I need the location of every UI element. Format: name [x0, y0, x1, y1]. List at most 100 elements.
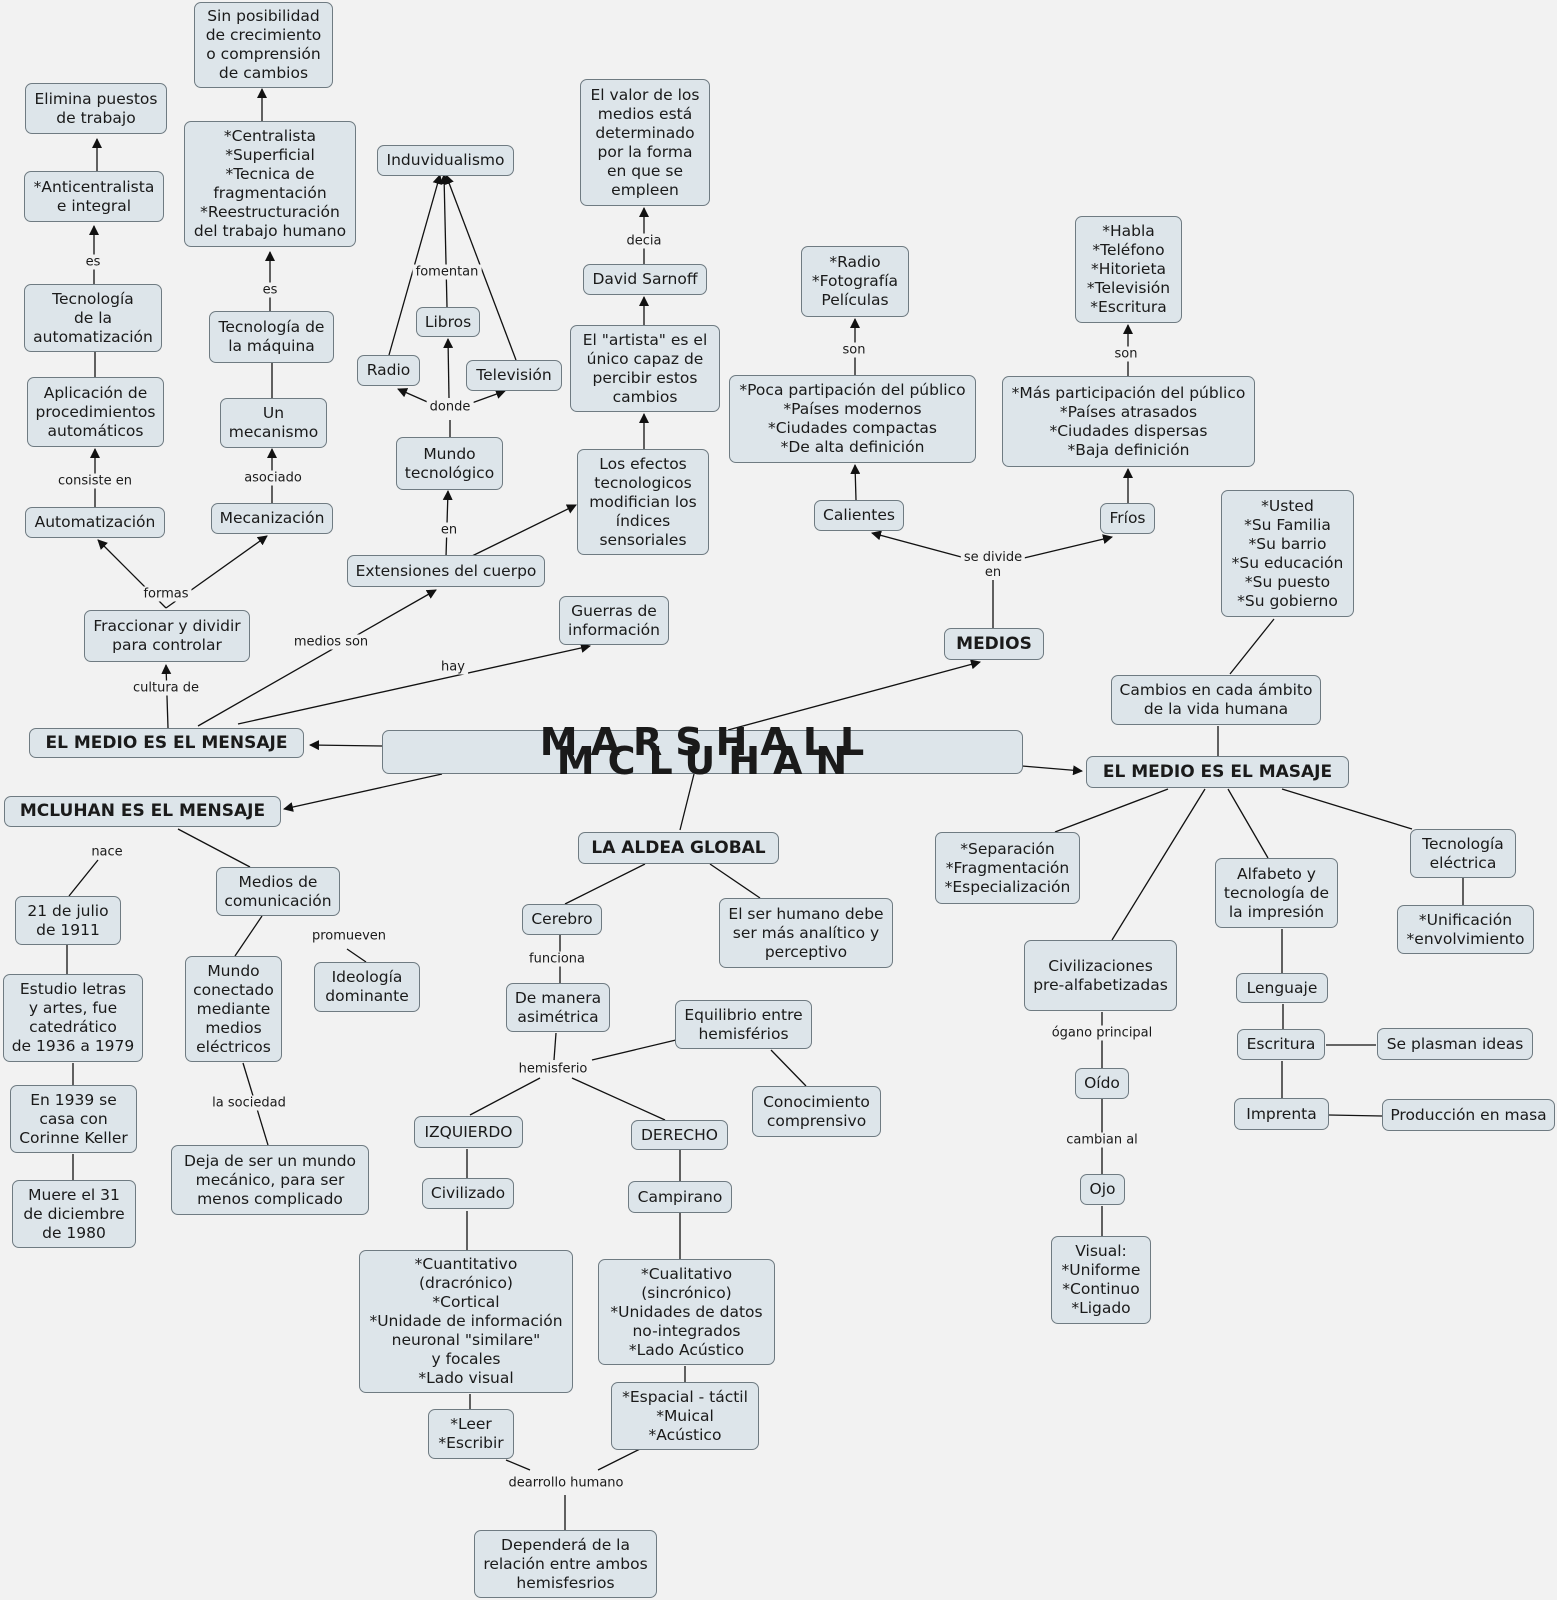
node-alfabeto-imprenta[interactable]: Alfabeto y tecnología de la impresión — [1215, 858, 1338, 928]
node-el-medio-es-el-mensaje[interactable]: EL MEDIO ES EL MENSAJE — [29, 728, 304, 758]
link — [283, 773, 443, 812]
node-automatizacion[interactable]: Automatización — [25, 507, 165, 538]
label-nace: nace — [88, 844, 126, 860]
node-imprenta[interactable]: Imprenta — [1234, 1098, 1329, 1130]
node-separacion[interactable]: *Separación *Fragmentación *Especializac… — [935, 832, 1080, 904]
link — [505, 1459, 531, 1471]
link — [1229, 618, 1275, 675]
label-es: es — [82, 254, 104, 270]
label-fomentan: fomentan — [412, 264, 482, 280]
link — [727, 659, 981, 731]
link — [709, 863, 761, 899]
node-cerebro[interactable]: Cerebro — [522, 904, 602, 935]
node-visual[interactable]: Visual: *Uniforme *Continuo *Ligado — [1051, 1236, 1151, 1324]
node-muere-1980[interactable]: Muere el 31 de diciembre de 1980 — [12, 1180, 136, 1248]
node-equilibrio-hemisferios[interactable]: Equilibrio entre hemisférios — [675, 1000, 812, 1049]
link — [1328, 1114, 1383, 1117]
node-individualismo[interactable]: Induvidualismo — [377, 145, 514, 176]
node-tecnologia-maquina[interactable]: Tecnología de la máquina — [209, 311, 334, 363]
node-campirano[interactable]: Campirano — [628, 1181, 732, 1213]
link — [469, 1077, 541, 1116]
node-21-julio-1911[interactable]: 21 de julio de 1911 — [15, 896, 121, 945]
node-radio[interactable]: Radio — [357, 355, 420, 386]
link — [1111, 788, 1206, 941]
node-calientes[interactable]: Calientes — [814, 500, 904, 531]
node-ideologia-dominante[interactable]: Ideología dominante — [314, 962, 420, 1012]
node-aplicacion-procedimientos[interactable]: Aplicación de procedimientos automáticos — [27, 377, 164, 447]
node-frios[interactable]: Fríos — [1100, 503, 1155, 534]
node-libros[interactable]: Libros — [416, 307, 480, 337]
node-mecanizacion[interactable]: Mecanización — [211, 503, 333, 534]
link — [871, 530, 966, 559]
node-el-medio-es-el-masaje[interactable]: EL MEDIO ES EL MASAJE — [1086, 756, 1349, 788]
label-en: en — [437, 522, 461, 538]
node-centralista[interactable]: *Centralista *Superficial *Tecnica de fr… — [184, 121, 356, 247]
node-cuantitativo[interactable]: *Cuantitativo (dracrónico) *Cortical *Un… — [359, 1250, 573, 1393]
node-mcluhan-es-el-mensaje[interactable]: MCLUHAN ES EL MENSAJE — [4, 796, 281, 827]
link — [1227, 788, 1269, 859]
node-la-aldea-global[interactable]: LA ALDEA GLOBAL — [578, 832, 779, 864]
node-civilizaciones[interactable]: Civilizaciones pre-alfabetizadas — [1024, 940, 1177, 1011]
node-dependera[interactable]: Dependerá de la relación entre ambos hem… — [474, 1530, 657, 1598]
node-radio-fotografia[interactable]: *Radio *Fotografía Películas — [801, 246, 909, 317]
node-ser-humano[interactable]: El ser humano debe ser más analítico y p… — [719, 898, 893, 968]
node-fraccionar[interactable]: Fraccionar y dividir para controlar — [84, 610, 250, 662]
node-leer-escribir[interactable]: *Leer *Escribir — [428, 1409, 514, 1459]
node-cualitativo[interactable]: *Cualitativo (sincrónico) *Unidades de d… — [598, 1259, 775, 1365]
node-civilizado[interactable]: Civilizado — [422, 1178, 514, 1209]
link — [469, 504, 577, 558]
label-es: es — [259, 282, 281, 298]
node-anticentralista[interactable]: *Anticentralista e integral — [24, 171, 164, 222]
link — [1281, 788, 1413, 830]
node-usted[interactable]: *Usted *Su Familia *Su barrio *Su educac… — [1221, 490, 1354, 617]
node-se-plasman-ideas[interactable]: Se plasman ideas — [1377, 1028, 1533, 1060]
link — [564, 863, 646, 905]
node-un-mecanismo[interactable]: Un mecanismo — [220, 398, 327, 448]
link — [597, 1448, 641, 1471]
node-elimina-puestos[interactable]: Elimina puestos de trabajo — [25, 83, 167, 134]
node-david-sarnoff[interactable]: David Sarnoff — [583, 264, 707, 295]
node-izquierdo[interactable]: IZQUIERDO — [414, 1116, 523, 1148]
node-espacial-tactil[interactable]: *Espacial - táctil *Muical *Acústico — [611, 1382, 759, 1450]
label-funciona: funciona — [526, 951, 588, 967]
node-guerras-informacion[interactable]: Guerras de información — [559, 596, 669, 645]
link — [468, 389, 506, 405]
node-cambios-ambito[interactable]: Cambios en cada ámbito de la vida humana — [1111, 675, 1321, 725]
link — [553, 1032, 557, 1061]
node-medios-comunicacion[interactable]: Medios de comunicación — [216, 867, 340, 916]
node-mundo-conectado[interactable]: Mundo conectado mediante medios eléctric… — [185, 956, 282, 1062]
node-tecnologia-electrica[interactable]: Tecnología eléctrica — [1410, 829, 1516, 878]
node-poca-participacion[interactable]: *Poca partipación del público *Países mo… — [729, 375, 976, 463]
label-formas: formas — [140, 586, 192, 602]
node-unificacion[interactable]: *Unificación *envolvimiento — [1397, 905, 1534, 954]
node-lenguaje[interactable]: Lenguaje — [1236, 973, 1328, 1003]
node-mundo-tecnologico[interactable]: Mundo tecnológico — [396, 437, 503, 490]
link — [1021, 765, 1083, 776]
node-casa-1939[interactable]: En 1939 se casa con Corinne Keller — [10, 1085, 137, 1153]
node-oido[interactable]: Oído — [1075, 1068, 1129, 1099]
node-ojo[interactable]: Ojo — [1080, 1174, 1125, 1205]
link — [679, 773, 695, 831]
node-sin-posibilidad[interactable]: Sin posibilidad de crecimiento o compren… — [194, 2, 333, 88]
link — [571, 1077, 666, 1121]
node-efectos-tecnologicos[interactable]: Los efectos tecnologicos modifician los … — [577, 449, 709, 555]
node-conocimiento-comprensivo[interactable]: Conocimiento comprensivo — [752, 1086, 881, 1137]
node-artista[interactable]: El "artista" es el único capaz de percib… — [570, 325, 720, 412]
node-medios[interactable]: MEDIOS — [944, 628, 1044, 660]
node-habla[interactable]: *Habla *Teléfono *Hitorieta *Televisión … — [1075, 216, 1182, 323]
node-television[interactable]: Televisión — [466, 360, 562, 391]
node-derecho[interactable]: DERECHO — [631, 1120, 728, 1150]
node-escritura[interactable]: Escritura — [1237, 1029, 1325, 1060]
node-marshall-mcluhan[interactable]: MARSHALL MCLUHAN — [382, 723, 1023, 780]
link — [443, 338, 454, 399]
node-estudio-letras[interactable]: Estudio letras y artes, fue catedrático … — [3, 974, 143, 1062]
link — [197, 589, 437, 727]
node-extensiones-cuerpo[interactable]: Extensiones del cuerpo — [347, 555, 545, 587]
node-valor-medios[interactable]: El valor de los medios está determinado … — [580, 79, 710, 206]
node-tecnologia-automatizacion[interactable]: Tecnología de la automatización — [24, 284, 162, 352]
node-produccion-masa[interactable]: Producción en masa — [1382, 1099, 1555, 1131]
node-deja-mundo-mecanico[interactable]: Deja de ser un mundo mecánico, para ser … — [171, 1145, 369, 1215]
node-asimetrica[interactable]: De manera asimétrica — [506, 983, 610, 1032]
node-mas-participacion[interactable]: *Más participación del público *Países a… — [1002, 376, 1255, 467]
link — [397, 388, 433, 405]
